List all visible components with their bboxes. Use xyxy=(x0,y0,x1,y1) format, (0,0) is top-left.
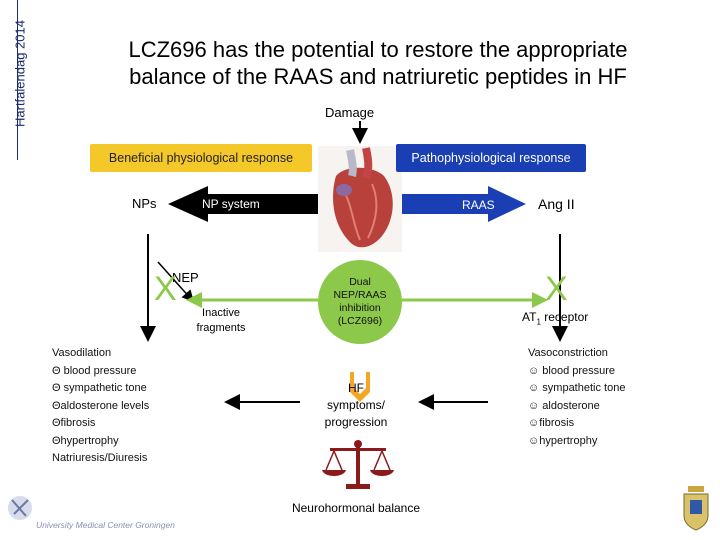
at1-receptor-label: AT1 receptor xyxy=(522,310,589,327)
green-arrowhead-right xyxy=(532,292,548,308)
list-item: Θ blood pressure xyxy=(52,364,137,377)
pathophysiological-effects-list: Vasoconstriction ☺ blood pressure ☺ symp… xyxy=(528,345,625,450)
title-line-2: balance of the RAAS and natriuretic pept… xyxy=(129,64,627,89)
umcg-wordmark: University Medical Center Groningen xyxy=(36,520,175,530)
orange-arrow xyxy=(350,372,370,402)
umcg-logo xyxy=(8,496,32,520)
inactive-fragments-label: Inactive fragments xyxy=(196,307,246,334)
list-item: Θfibrosis xyxy=(52,417,96,429)
list-item: Vasoconstriction xyxy=(528,347,608,359)
list-item: Natriuresis/Diuresis xyxy=(52,452,148,464)
green-arrowhead-left xyxy=(186,292,202,308)
title-line-1: LCZ696 has the potential to restore the … xyxy=(128,37,628,62)
lcz696-circle: Dual NEP/RAAS inhibition (LCZ696) xyxy=(318,260,402,344)
nep-arrow xyxy=(157,261,195,303)
nps-label: NPs xyxy=(132,196,157,211)
university-crest xyxy=(683,486,709,531)
hf-symptoms-label: HF symptoms/ progression xyxy=(324,381,388,429)
list-item: ☺fibrosis xyxy=(528,417,575,429)
list-item: ☺hypertrophy xyxy=(528,434,598,447)
sidebar-divider xyxy=(17,0,18,160)
beneficial-effects-list: Vasodilation Θ blood pressure Θ sympathe… xyxy=(52,345,149,468)
pathophysiological-response-box: Pathophysiological response xyxy=(396,144,586,172)
balance-scale-icon xyxy=(322,440,394,489)
slide-title: LCZ696 has the potential to restore the … xyxy=(78,36,678,90)
raas-label: RAAS xyxy=(462,198,495,212)
left-block-mark: X xyxy=(154,270,177,308)
list-item: Θaldosterone levels xyxy=(52,399,150,412)
list-item: Θ sympathetic tone xyxy=(52,382,147,394)
list-item: ☺ blood pressure xyxy=(528,364,616,377)
nep-label: NEP xyxy=(172,270,199,285)
raas-arrow xyxy=(402,186,526,222)
np-system-arrow xyxy=(168,186,318,222)
list-item: Θhypertrophy xyxy=(52,434,119,447)
neurohormonal-balance-label: Neurohormonal balance xyxy=(291,501,421,515)
sidebar: Hartfalendag 2014 xyxy=(0,0,28,540)
damage-label: Damage xyxy=(325,105,375,120)
np-system-label: NP system xyxy=(202,197,260,211)
beneficial-response-box: Beneficial physiological response xyxy=(90,144,312,172)
right-block-mark: X xyxy=(545,270,568,308)
list-item: Vasodilation xyxy=(52,347,112,359)
heart-illustration xyxy=(318,146,402,252)
ang-ii-label: Ang II xyxy=(538,196,575,212)
list-item: ☺ sympathetic tone xyxy=(528,382,626,394)
list-item: ☺ aldosterone xyxy=(528,399,600,412)
